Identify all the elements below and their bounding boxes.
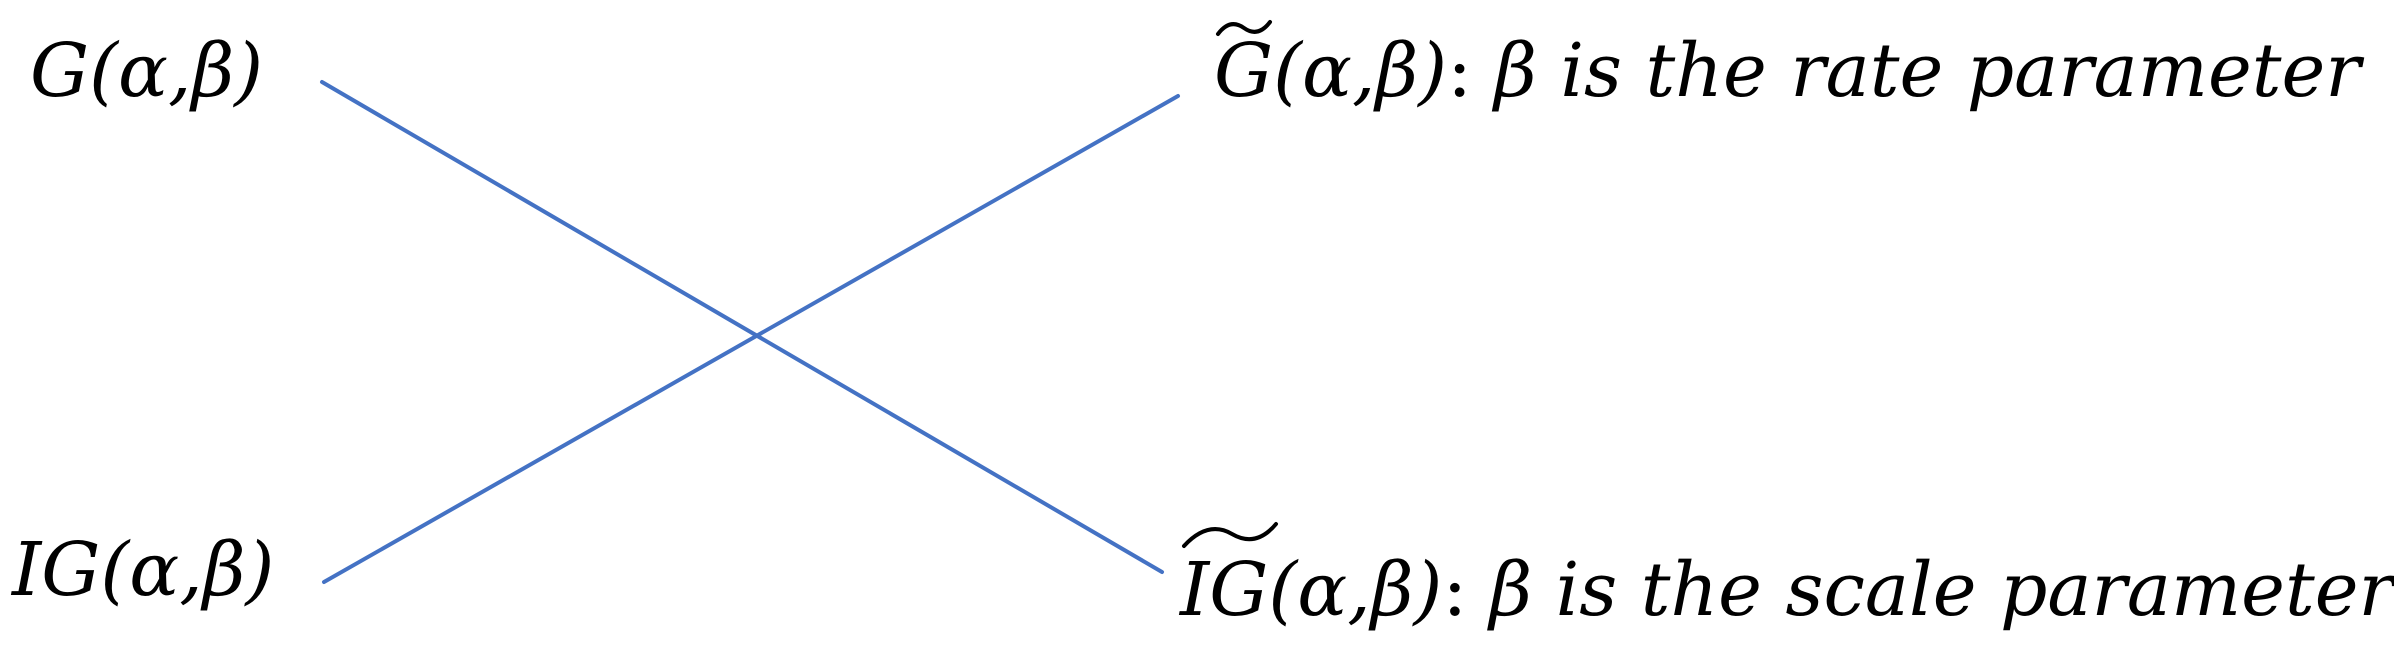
left-bottom-symbol: IG — [10, 527, 100, 613]
left-top-symbol: G — [30, 28, 89, 114]
right-top-symbol: G — [1214, 28, 1273, 114]
right-bottom-label: IG(α,β):β is the scale parameter — [1178, 547, 2394, 633]
connector-ig-to-g-tilde — [322, 94, 1180, 584]
right-top-description: β is the rate parameter — [1491, 28, 2365, 114]
right-bottom-symbol: IG — [1178, 547, 1268, 633]
right-bottom-args: (α,β) — [1268, 547, 1442, 633]
tilde-accent-icon — [1216, 20, 1272, 36]
right-bottom-separator: : — [1442, 547, 1467, 633]
right-bottom-description: β is the scale parameter — [1486, 547, 2394, 633]
right-top-label: G(α,β):β is the rate parameter — [1214, 28, 2365, 114]
left-top-args: (α,β) — [89, 28, 263, 114]
wide-tilde-accent-icon — [1182, 522, 1278, 548]
left-top-label: G(α,β) — [30, 28, 263, 114]
left-bottom-args: (α,β) — [100, 527, 274, 613]
connector-g-to-ig-tilde — [320, 80, 1164, 574]
right-top-args: (α,β) — [1273, 28, 1447, 114]
right-top-separator: : — [1447, 28, 1472, 114]
left-bottom-label: IG(α,β) — [10, 527, 274, 613]
